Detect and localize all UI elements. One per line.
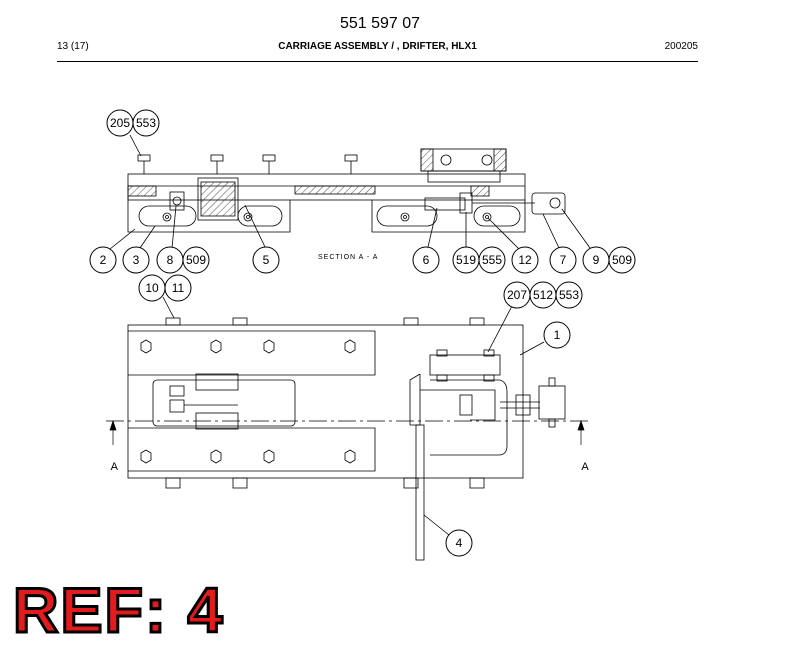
svg-text:555: 555 — [482, 253, 502, 267]
callout-8: 8 — [156, 246, 184, 274]
callout-519: 519 — [452, 246, 480, 274]
bolt-row-top — [137, 154, 358, 174]
svg-text:5: 5 — [263, 253, 270, 267]
callout-5: 5 — [252, 246, 280, 274]
callout-509-left: 509 — [182, 246, 210, 274]
svg-text:4: 4 — [456, 536, 463, 550]
bolt-row-plan-bottom — [165, 477, 485, 489]
page-header: CARRIAGE ASSEMBLY / , DRIFTER, HLX1 13 (… — [57, 41, 698, 55]
svg-text:9: 9 — [593, 253, 600, 267]
callout-4: 4 — [445, 529, 473, 557]
section-label: SECTION A - A — [318, 254, 378, 261]
svg-text:3: 3 — [133, 253, 140, 267]
svg-text:512: 512 — [533, 288, 553, 302]
svg-text:11: 11 — [172, 281, 185, 295]
callout-553: 553 — [132, 109, 160, 137]
document-number: 551 597 07 — [339, 15, 421, 32]
center-block — [197, 177, 239, 221]
leader-lines — [109, 134, 591, 536]
cut-label-left: A — [111, 461, 119, 473]
callout-3: 3 — [122, 246, 150, 274]
svg-text:8: 8 — [167, 253, 174, 267]
callout-6: 6 — [412, 246, 440, 274]
section-cut-line — [106, 419, 590, 445]
callouts: 205 553 2 3 8 509 5 6 519 555 12 7 9 509… — [89, 109, 636, 557]
callout-509-right: 509 — [608, 246, 636, 274]
svg-text:553: 553 — [136, 116, 156, 130]
cut-label-right: A — [581, 461, 589, 473]
svg-text:7: 7 — [560, 253, 567, 267]
drawing-title: CARRIAGE ASSEMBLY / , DRIFTER, HLX1 — [278, 41, 477, 52]
ref-label: REF: 4 — [12, 576, 225, 646]
callout-9: 9 — [582, 246, 610, 274]
svg-text:205: 205 — [110, 116, 130, 130]
callout-553-mid: 553 — [555, 281, 583, 309]
callout-10: 10 — [138, 274, 166, 302]
svg-text:1: 1 — [554, 328, 561, 342]
upper-block — [420, 148, 507, 172]
plan-view — [127, 317, 566, 561]
svg-text:207: 207 — [507, 288, 527, 302]
callout-11: 11 — [164, 274, 192, 302]
callout-207: 207 — [503, 281, 531, 309]
callout-2: 2 — [89, 246, 117, 274]
svg-text:509: 509 — [612, 253, 632, 267]
header-rule — [57, 61, 698, 62]
carriage-frame — [127, 324, 524, 479]
rod-end — [531, 192, 566, 215]
callout-1: 1 — [543, 321, 571, 349]
callout-12: 12 — [511, 246, 539, 274]
callout-555: 555 — [478, 246, 506, 274]
svg-text:6: 6 — [423, 253, 430, 267]
callout-7: 7 — [549, 246, 577, 274]
callout-205: 205 — [106, 109, 134, 137]
svg-text:2: 2 — [100, 253, 107, 267]
svg-text:12: 12 — [518, 253, 532, 267]
svg-text:509: 509 — [186, 253, 206, 267]
section-view — [127, 148, 566, 233]
callout-512: 512 — [529, 281, 557, 309]
bolt-row-plan-top — [165, 317, 485, 326]
svg-text:10: 10 — [145, 281, 159, 295]
svg-text:519: 519 — [456, 253, 476, 267]
revision-date: 200205 — [664, 41, 698, 52]
page-number: 13 (17) — [57, 41, 89, 52]
svg-text:553: 553 — [559, 288, 579, 302]
